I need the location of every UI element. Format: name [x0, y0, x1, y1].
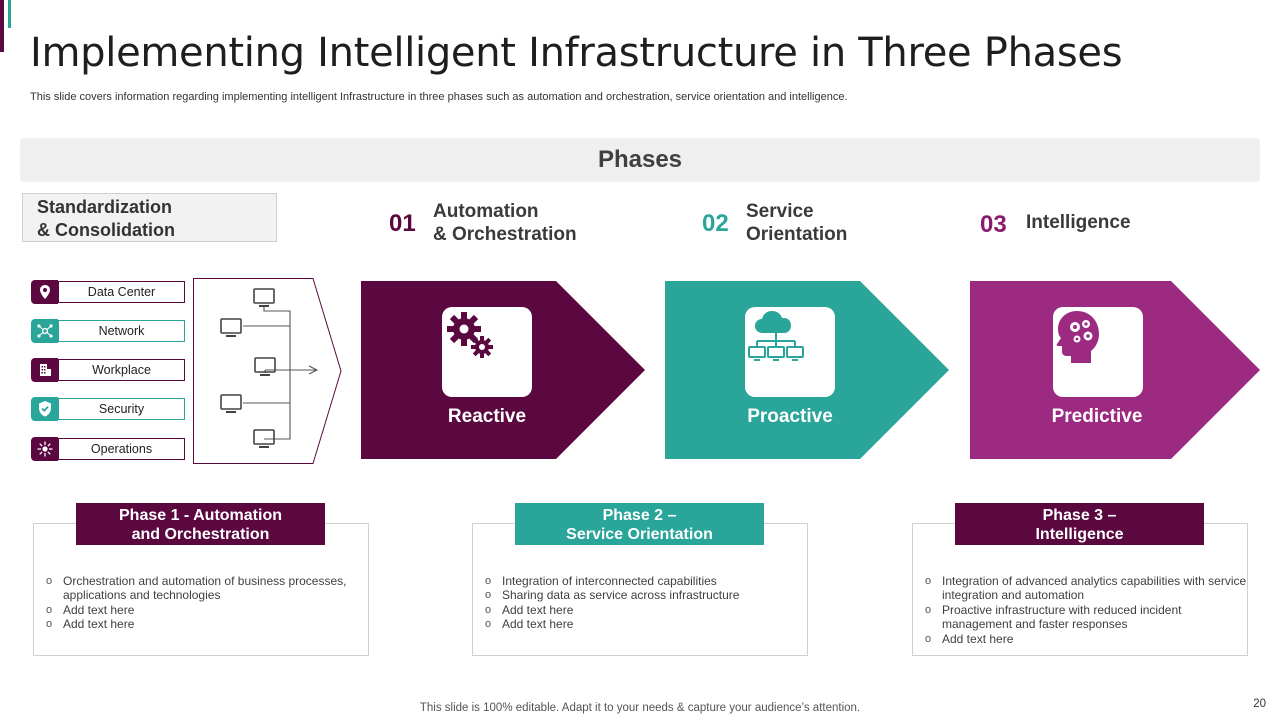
- list-item: Sharing data as service across infrastru…: [485, 588, 739, 603]
- phases-band-title: Phases: [597, 146, 683, 173]
- category-label: Data Center: [58, 281, 185, 303]
- phases-band: Phases: [20, 138, 1260, 182]
- card-header-line1: Phase 2 –: [602, 507, 677, 524]
- brain-gears-icon: [1053, 307, 1143, 397]
- phase-2-list: Integration of interconnected capabiliti…: [485, 574, 739, 632]
- slide-footer: This slide is 100% editable. Adapt it to…: [419, 702, 861, 714]
- phase-3-card-header: Phase 3 – Intelligence: [955, 503, 1204, 545]
- standardization-label-line1: Standardization: [37, 197, 173, 217]
- shield-check-icon: [31, 397, 58, 421]
- network-diagram: [193, 278, 345, 464]
- accent-bar-teal: [8, 0, 11, 28]
- page-number: 20: [1253, 698, 1266, 710]
- phase-label: Service Orientation: [746, 200, 847, 246]
- gears-icon: [442, 307, 532, 397]
- location-pin-icon: [31, 280, 58, 304]
- phase-1-card-header: Phase 1 - Automation and Orchestration: [76, 503, 325, 545]
- card-header-line2: Intelligence: [1035, 526, 1124, 543]
- network-icon: [31, 319, 58, 343]
- phase-2-card-header: Phase 2 – Service Orientation: [515, 503, 764, 545]
- phase-label-line1: Service: [746, 201, 814, 222]
- category-label: Operations: [58, 438, 185, 460]
- list-item: Integration of advanced analytics capabi…: [925, 574, 1247, 603]
- chevron-proactive: Proactive: [665, 281, 949, 459]
- phase-1-card: Orchestration and automation of business…: [33, 523, 369, 656]
- operations-icon: [31, 437, 58, 461]
- list-item: Integration of interconnected capabiliti…: [485, 574, 739, 589]
- phase-number: 02: [702, 210, 729, 237]
- list-item: Add text here: [925, 632, 1247, 647]
- list-item: Proactive infrastructure with reduced in…: [925, 603, 1247, 632]
- list-item: Orchestration and automation of business…: [46, 574, 368, 603]
- category-label: Security: [58, 398, 185, 420]
- phase-header-3: 03 Intelligence: [980, 211, 1131, 239]
- phase-header-2: 02 Service Orientation: [702, 200, 847, 246]
- phase-number: 03: [980, 211, 1007, 238]
- phase-3-card: Integration of advanced analytics capabi…: [912, 523, 1248, 656]
- standardization-box: Standardization & Consolidation: [22, 193, 277, 242]
- phase-number: 01: [389, 210, 416, 237]
- list-item: Add text here: [46, 603, 368, 618]
- list-item: Add text here: [485, 617, 739, 632]
- slide-title: Implementing Intelligent Infrastructure …: [30, 30, 1123, 76]
- card-header-line2: and Orchestration: [131, 526, 270, 543]
- phase-header-1: 01 Automation & Orchestration: [389, 200, 577, 246]
- phase-label-line2: & Orchestration: [433, 224, 577, 245]
- list-item: Add text here: [46, 617, 368, 632]
- card-header-line1: Phase 1 - Automation: [119, 507, 282, 524]
- cloud-network-icon: [745, 307, 835, 397]
- accent-bar-plum: [0, 0, 4, 52]
- phase-label: Automation & Orchestration: [433, 200, 577, 246]
- chevron-predictive: Predictive: [970, 281, 1260, 459]
- category-label: Workplace: [58, 359, 185, 381]
- standardization-label-line2: & Consolidation: [37, 220, 175, 240]
- slide-subtitle: This slide covers information regarding …: [30, 91, 848, 103]
- category-label: Network: [58, 320, 185, 342]
- chevron-reactive: Reactive: [361, 281, 645, 459]
- building-icon: [31, 358, 58, 382]
- chevron-label: Proactive: [747, 406, 833, 427]
- phase-label-line2: Orientation: [746, 224, 848, 245]
- phase-3-list: Integration of advanced analytics capabi…: [925, 574, 1247, 646]
- card-header-line2: Service Orientation: [566, 526, 713, 543]
- phase-2-card: Integration of interconnected capabiliti…: [472, 523, 808, 656]
- phase-label: Intelligence: [1026, 211, 1131, 234]
- phase-label-line1: Intelligence: [1026, 212, 1131, 233]
- phase-1-list: Orchestration and automation of business…: [46, 574, 368, 632]
- chevron-label: Predictive: [1051, 406, 1143, 427]
- phase-label-line1: Automation: [433, 201, 539, 222]
- chevron-label: Reactive: [447, 406, 527, 427]
- list-item: Add text here: [485, 603, 739, 618]
- card-header-line1: Phase 3 –: [1042, 507, 1117, 524]
